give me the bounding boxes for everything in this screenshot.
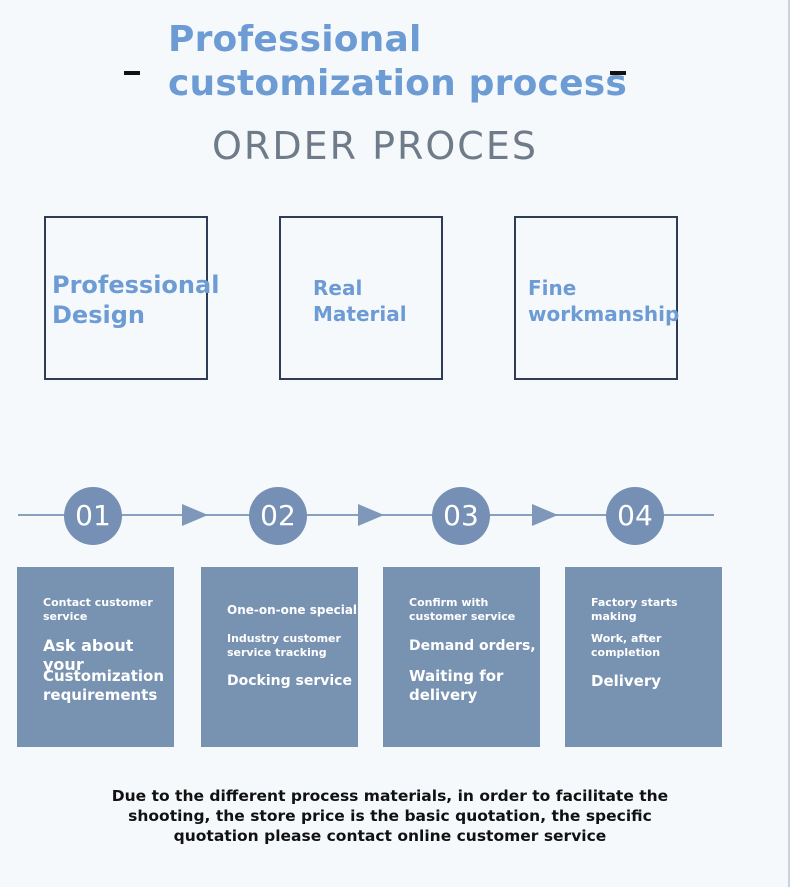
pricing-note: Due to the different process materials, …	[111, 787, 669, 845]
step-card-03-heading: Demand orders,	[409, 638, 536, 654]
step-card-04-note: Factory starts making	[591, 596, 678, 623]
step-card-02-subnote: Industry customer service tracking	[227, 632, 341, 659]
step-card-04: Factory starts making Work, after comple…	[565, 567, 722, 747]
feature-box-workmanship: Fine workmanship	[514, 216, 680, 380]
step-card-01: Contact customer service Ask about your …	[17, 567, 174, 747]
step-number-01: 01	[64, 487, 122, 545]
step-card-02-heading: Docking service	[227, 673, 352, 689]
feature-label-design: Professional Design	[52, 271, 220, 329]
arrow-right-icon	[532, 504, 558, 526]
step-card-01-note: Contact customer service	[43, 596, 153, 623]
step-number-02: 02	[249, 487, 307, 545]
right-dash	[610, 71, 626, 75]
step-card-04-subnote: Work, after completion	[591, 632, 662, 659]
step-card-02-note: One-on-one special	[227, 603, 358, 617]
page-title: Professional customization process	[168, 19, 627, 104]
step-card-04-heading: Delivery	[591, 672, 662, 690]
step-number-04: 04	[606, 487, 664, 545]
right-edge-line	[788, 0, 790, 887]
feature-box-material: Real Material	[279, 216, 443, 380]
step-card-01-detail: Customization requirements	[43, 667, 165, 704]
feature-label-workmanship: Fine workmanship	[528, 276, 680, 326]
page-subtitle: ORDER PROCES	[212, 124, 538, 168]
arrow-right-icon	[182, 504, 208, 526]
arrow-right-icon	[358, 504, 384, 526]
step-card-03-note: Confirm with customer service	[409, 596, 516, 623]
step-number-03: 03	[432, 487, 490, 545]
step-card-03: Confirm with customer service Demand ord…	[383, 567, 540, 747]
feature-box-design: Professional Design	[44, 216, 219, 380]
left-dash	[124, 71, 140, 75]
step-card-03-detail: Waiting for delivery	[409, 667, 504, 704]
step-card-01-heading: Ask about your	[43, 636, 134, 674]
step-card-02: One-on-one special Industry customer ser…	[201, 567, 358, 747]
feature-label-material: Real Material	[313, 276, 407, 326]
